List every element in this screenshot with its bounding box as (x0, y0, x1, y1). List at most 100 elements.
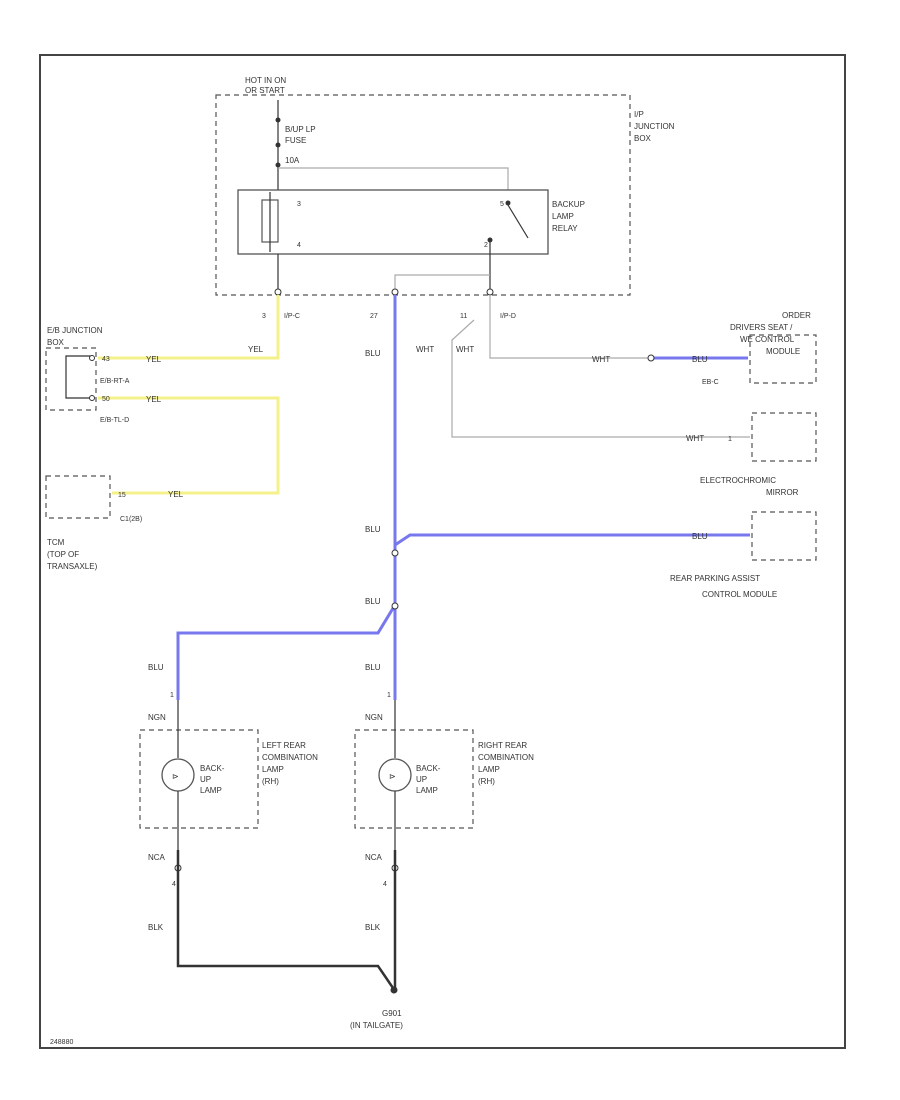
wire-blu-5: BLU (148, 663, 164, 672)
right-backup-3: LAMP (416, 786, 438, 795)
tcm-box (45, 475, 111, 519)
pin-27: 27 (370, 313, 378, 320)
ipc-name: I/P-C (284, 313, 300, 320)
ground-point-icon (390, 986, 398, 994)
electrochromic-mirror-box (751, 412, 817, 462)
tcm-label-1: TCM (47, 538, 65, 547)
wire-blu-2: BLU (365, 525, 381, 534)
diagram-frame (39, 54, 846, 1049)
ip-junction-label-3: BOX (634, 134, 652, 143)
rear-right-pin: 1 (387, 692, 391, 699)
wire-blk-1: BLK (148, 923, 164, 932)
fuse-label-2: FUSE (285, 136, 306, 145)
right-lamp-glyph: ⊳ (389, 772, 396, 781)
wire-yel-4: YEL (168, 490, 184, 499)
tcm-label-3: TRANSAXLE) (47, 562, 98, 571)
fuse-rating: 10A (285, 156, 300, 165)
right-backup-1: BACK- (416, 764, 441, 773)
tcm-connector: C1(2B) (120, 516, 142, 523)
hot-label-1: HOT IN ON (245, 76, 286, 85)
relay-pin-top-left: 3 (297, 201, 301, 208)
left-backup-2: UP (200, 775, 211, 784)
order-label-3: WE CONTROL (740, 335, 795, 344)
left-lamp-label-2: COMBINATION (262, 753, 318, 762)
wire-ngn-2: NGN (365, 713, 383, 722)
order-pin: 1 (728, 436, 732, 443)
ground-pin-left: 4 (172, 881, 176, 888)
order-label-4: MODULE (766, 347, 800, 356)
relay-pin-bottom-left: 4 (297, 242, 301, 249)
wire-blu-4: BLU (365, 597, 381, 606)
fuse-label-1: B/UP LP (285, 125, 316, 134)
ipc-pin: 3 (262, 313, 266, 320)
mirror-label-1: ELECTROCHROMIC (700, 476, 776, 485)
black-ground-wire-left (176, 850, 395, 989)
right-backup-2: UP (416, 775, 427, 784)
left-lamp-label-1: LEFT REAR (262, 741, 306, 750)
right-rear-lamp-box (354, 729, 474, 829)
right-lamp-label-1: RIGHT REAR (478, 741, 527, 750)
yellow-wire-1 (98, 295, 280, 360)
tcm-label-2: (TOP OF (47, 550, 79, 559)
hot-label-2: OR START (245, 86, 285, 95)
left-backup-1: BACK- (200, 764, 225, 773)
wire-nca-2: NCA (365, 853, 383, 862)
relay-pin-bottom-right: 2 (484, 242, 488, 249)
ground-label-1: G901 (382, 1009, 402, 1018)
left-lamp-label-4: (RH) (262, 777, 279, 786)
ground-label-2: (IN TAILGATE) (350, 1021, 403, 1030)
eb-pin-1: 43 (102, 356, 110, 363)
right-lamp-label-2: COMBINATION (478, 753, 534, 762)
ip-junction-label-2: JUNCTION (634, 122, 675, 131)
relay-pin-top-right: 5 (500, 201, 504, 208)
wire-blu-6: BLU (365, 663, 381, 672)
wire-yel-1: YEL (248, 345, 264, 354)
backup-lamp-relay (237, 189, 549, 255)
eb-junction-label-1: E/B JUNCTION (47, 326, 103, 335)
wire-blu-1: BLU (365, 349, 381, 358)
diagram-ref: 248880 (50, 1039, 73, 1046)
relay-label-3: RELAY (552, 224, 578, 233)
order-label-1: ORDER (782, 311, 811, 320)
relay-switch-icon (507, 204, 529, 239)
blue-wire-main (393, 295, 750, 548)
ipd-name: I/P-D (500, 313, 516, 320)
eb-pin-2: 50 (102, 396, 110, 403)
rpa-label-2: CONTROL MODULE (702, 590, 777, 599)
right-lamp-label-4: (RH) (478, 777, 495, 786)
eb-junction-label-2: BOX (47, 338, 65, 347)
wire-nca-1: NCA (148, 853, 166, 862)
ip-junction-label-1: I/P (634, 110, 644, 119)
relay-label-2: LAMP (552, 212, 574, 221)
relay-label-1: BACKUP (552, 200, 585, 209)
left-lamp-glyph: ⊳ (172, 772, 179, 781)
eb-rt-a: E/B-RT-A (100, 378, 130, 385)
eb-c-name: EB-C (702, 379, 719, 386)
wire-blk-2: BLK (365, 923, 381, 932)
blue-wire-down (176, 545, 397, 700)
wire-wht-3: WHT (592, 355, 610, 364)
order-module-box (749, 334, 817, 384)
wire-ngn-1: NGN (148, 713, 166, 722)
ground-pin-right: 4 (383, 881, 387, 888)
right-lamp-label-3: LAMP (478, 765, 500, 774)
tcm-pin: 15 (118, 492, 126, 499)
wire-wht-2: WHT (456, 345, 474, 354)
left-rear-lamp-box (139, 729, 259, 829)
wire-yel-3: YEL (146, 395, 162, 404)
rear-left-pin: 1 (170, 692, 174, 699)
eb-rt-b: E/B-TL-D (100, 417, 129, 424)
mirror-label-2: MIRROR (766, 488, 799, 497)
order-label-2: DRIVERS SEAT / (730, 323, 793, 332)
yellow-wire-2 (98, 396, 280, 495)
pin-11: 11 (460, 313, 467, 320)
left-lamp-label-3: LAMP (262, 765, 284, 774)
rear-parking-assist-box (751, 511, 817, 561)
wire-wht-4: WHT (686, 434, 704, 443)
wire-yel-2: YEL (146, 355, 162, 364)
ip-junction-box-outline (215, 94, 631, 296)
wire-wht-1: WHT (416, 345, 434, 354)
wire-blu-order: BLU (692, 355, 708, 364)
eb-junction-box (45, 347, 97, 411)
